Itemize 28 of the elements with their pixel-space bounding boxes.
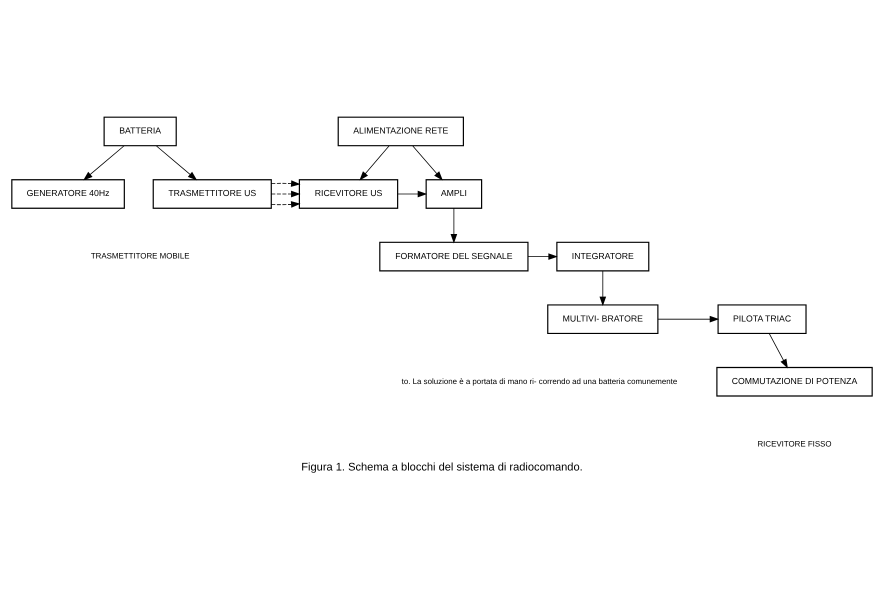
node-box: BATTERIA <box>104 116 177 146</box>
arrow <box>768 333 788 369</box>
node-box: MULTIVI- BRATORE <box>547 304 658 334</box>
arrow <box>156 145 198 180</box>
node-box: ALIMENTAZIONE RETE <box>338 116 464 146</box>
arrow <box>658 316 720 323</box>
label: to. La soluzione è a portata di mano ri- correndo ad una batteria comunemente <box>402 376 678 386</box>
arrow <box>528 253 558 260</box>
arrow <box>359 145 390 181</box>
arrow <box>270 180 301 187</box>
arrow <box>412 145 443 181</box>
node-box: FORMATORE DEL SEGNALE <box>379 242 529 272</box>
node-box: PILOTA TRIAC <box>718 304 807 334</box>
node-box: INTEGRATORE <box>556 242 650 272</box>
caption: Figura 1. Schema a blocchi del sistema di radiocomando. <box>301 462 583 474</box>
arrow <box>270 201 301 208</box>
label: TRASMETTITORE MOBILE <box>90 252 190 261</box>
label: RICEVITORE FISSO <box>757 439 832 448</box>
arrow <box>450 208 458 244</box>
node-box: GENERATORE 40Hz <box>11 179 125 209</box>
node-box: TRASMETTITORE US <box>152 179 272 209</box>
arrow <box>270 190 301 198</box>
node-box: RICEVITORE US <box>298 179 398 209</box>
arrow <box>599 270 606 306</box>
arrow <box>83 145 125 180</box>
node-box: AMPLI <box>426 179 482 209</box>
arrow <box>397 190 428 198</box>
node-box: COMMUTAZIONE DI POTENZA <box>716 366 873 397</box>
